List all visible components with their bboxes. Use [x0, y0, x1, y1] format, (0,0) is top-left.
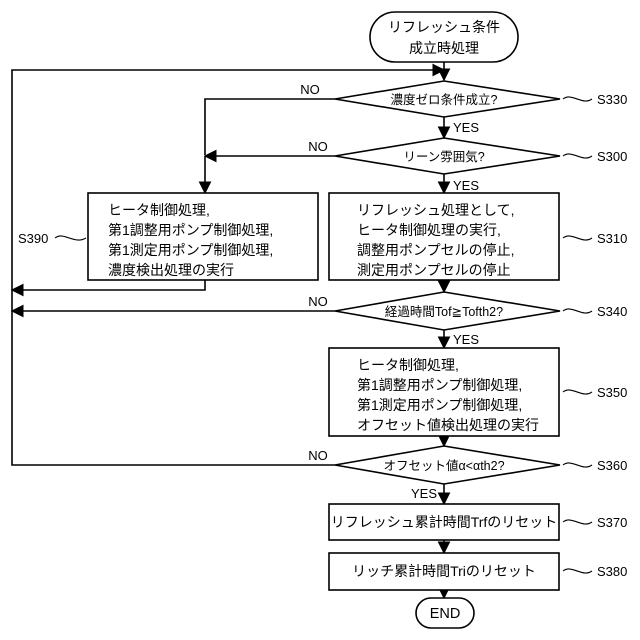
process-s370-line-1: リフレッシュ累計時間Trfのリセット: [331, 514, 558, 530]
process-s390-line-4: 濃度検出処理の実行: [108, 262, 234, 278]
decision-s300-yes: YES: [453, 178, 479, 193]
start-terminal: リフレッシュ条件 成立時処理: [370, 12, 518, 62]
decision-s340-no: NO: [308, 294, 328, 309]
end-terminal: END: [416, 598, 474, 628]
step-label-s390: S390: [18, 231, 48, 246]
process-s310-line-3: 調整用ポンプセルの停止,: [357, 242, 514, 258]
step-label-s360: S360: [597, 458, 627, 473]
process-s350-line-3: 第1測定用ポンプ制御処理,: [357, 397, 522, 413]
step-label-s380: S380: [597, 564, 627, 579]
process-s370: リフレッシュ累計時間Trfのリセット S370: [329, 504, 627, 540]
process-s350-line-4: オフセット値検出処理の実行: [357, 417, 539, 433]
process-s380-line-1: リッチ累計時間Triのリセット: [352, 563, 536, 579]
decision-s340-text: 経過時間Tof≧Tofth2?: [385, 305, 503, 319]
process-s310: リフレッシュ処理として, ヒータ制御処理の実行, 調整用ポンプセルの停止, 測定…: [329, 193, 627, 280]
process-s310-line-2: ヒータ制御処理の実行,: [357, 222, 501, 238]
process-s350-line-2: 第1調整用ポンプ制御処理,: [357, 377, 522, 393]
decision-s340-yes: YES: [453, 332, 479, 347]
step-label-s310: S310: [597, 231, 627, 246]
decision-s330: 濃度ゼロ条件成立? NO YES S330: [300, 81, 627, 135]
decision-s360: オフセット値α<αth2? NO YES S360: [308, 446, 627, 501]
process-s350-line-1: ヒータ制御処理,: [357, 357, 459, 373]
step-label-s340: S340: [597, 304, 627, 319]
decision-s360-text: オフセット値α<αth2?: [383, 458, 504, 473]
decision-s360-yes: YES: [411, 486, 437, 501]
decision-s300-no: NO: [308, 139, 328, 154]
decision-s300: リーン雰囲気? NO YES S300: [308, 138, 627, 193]
decision-s330-yes: YES: [453, 120, 479, 135]
start-line-2: 成立時処理: [409, 40, 479, 56]
start-line-1: リフレッシュ条件: [388, 19, 500, 35]
process-s390: ヒータ制御処理, 第1調整用ポンプ制御処理, 第1測定用ポンプ制御処理, 濃度検…: [18, 193, 318, 280]
step-label-s370: S370: [597, 515, 627, 530]
decision-s360-no: NO: [308, 448, 328, 463]
process-s390-line-3: 第1測定用ポンプ制御処理,: [108, 242, 273, 258]
end-label: END: [430, 606, 461, 622]
decision-s330-no: NO: [300, 82, 320, 97]
process-s310-line-4: 測定用ポンプセルの停止: [357, 262, 511, 278]
step-label-s330: S330: [597, 92, 627, 107]
step-label-s300: S300: [597, 149, 627, 164]
process-s350: ヒータ制御処理, 第1調整用ポンプ制御処理, 第1測定用ポンプ制御処理, オフセ…: [329, 348, 627, 436]
process-s310-line-1: リフレッシュ処理として,: [357, 202, 514, 218]
step-label-s350: S350: [597, 385, 627, 400]
decision-s340: 経過時間Tof≧Tofth2? NO YES S340: [308, 292, 627, 347]
process-s380: リッチ累計時間Triのリセット S380: [329, 553, 627, 590]
decision-s300-text: リーン雰囲気?: [403, 149, 484, 164]
decision-s330-text: 濃度ゼロ条件成立?: [391, 92, 498, 107]
process-s390-line-1: ヒータ制御処理,: [108, 202, 210, 218]
process-s390-line-2: 第1調整用ポンプ制御処理,: [108, 222, 273, 238]
